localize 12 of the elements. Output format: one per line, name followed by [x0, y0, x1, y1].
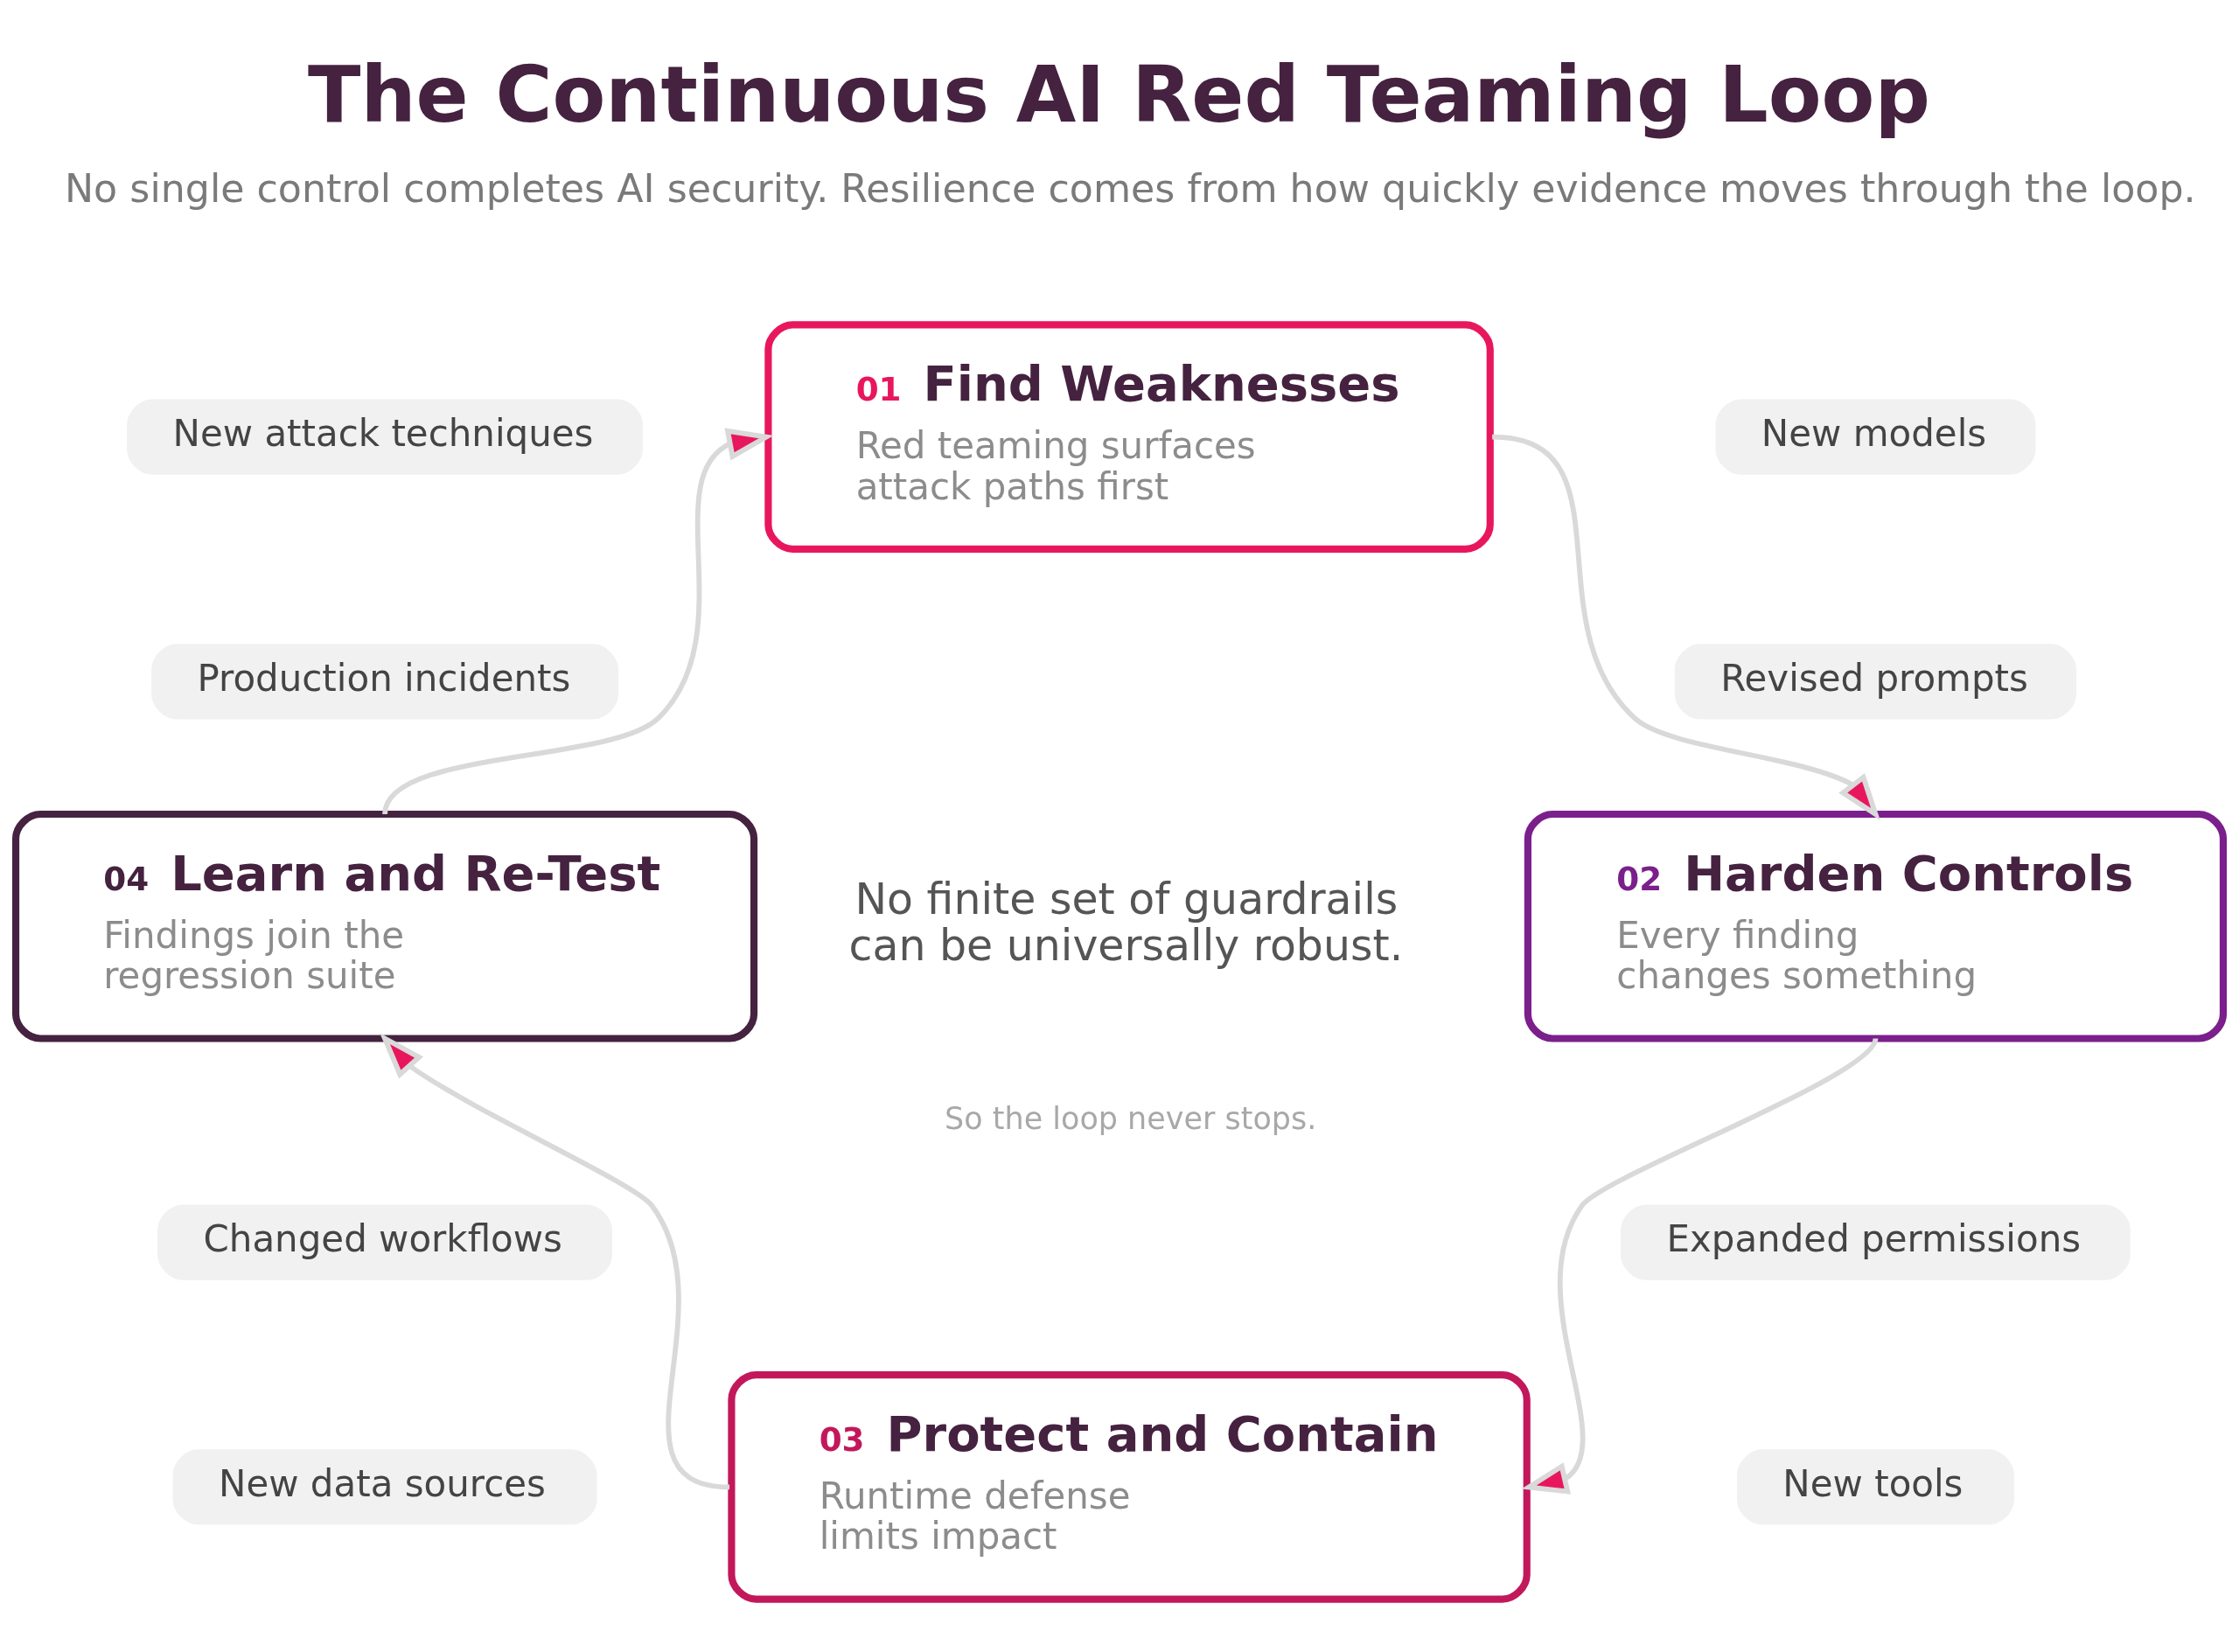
arrow: [1521, 1036, 1879, 1495]
arrow: [1491, 434, 1880, 820]
arrow: [382, 427, 774, 815]
diagram-title: The Continuous AI Red Teaming Loop: [308, 49, 1930, 140]
label: So the loop never stops.: [945, 1100, 1317, 1136]
node-box: 02 Harden Controls Every finding changes something: [1524, 810, 2228, 1042]
label: No single control completes AI security. Resilience comes from how quickly evidence moves through the loop.: [64, 165, 2196, 211]
node-box: 03 Protect and Contain Runtime defense limits impact: [728, 1370, 1531, 1603]
arrow: [380, 1032, 730, 1489]
label: No finite set of guardrails can be universally robust.: [848, 874, 1404, 971]
node-box: 04 Learn and Re-Test Findings join the regression suite: [11, 810, 758, 1042]
node-box: 01 Find Weaknesses Red teaming surfaces attack paths first: [764, 320, 1494, 553]
